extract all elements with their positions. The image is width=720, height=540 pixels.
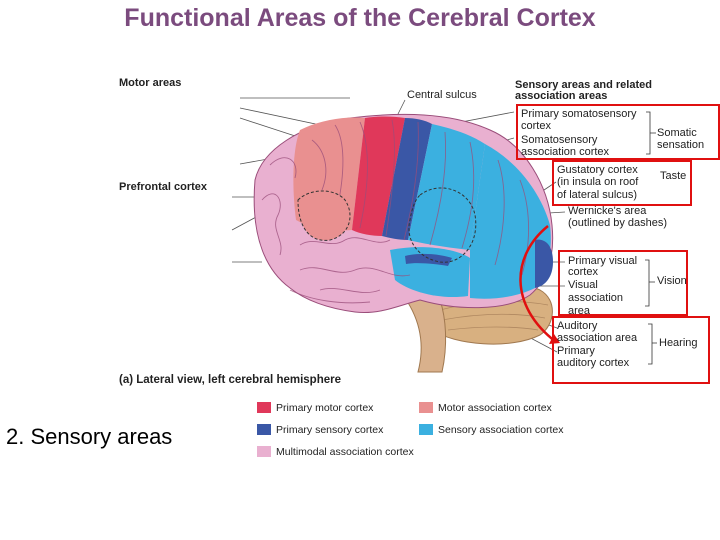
legend-swatch-sensory-assoc [419, 424, 433, 435]
primary-auditory-region [405, 253, 452, 266]
primary-motor-region [352, 116, 405, 236]
taste-label: Taste [660, 170, 687, 182]
figure-caption: (a) Lateral view, left cerebral hemisphe… [119, 374, 341, 386]
wernicke-area-outline [408, 187, 477, 263]
primary-sensory-region [382, 118, 432, 240]
auditory-assoc-label-1: Auditory [557, 320, 598, 332]
somatic-sensation-label-1: Somatic [657, 127, 697, 139]
highlight-arrow [519, 225, 557, 343]
wernicke-label-2: (outlined by dashes) [568, 217, 668, 229]
gustatory-label-3: of lateral sulcus) [557, 189, 638, 201]
primary-visual-region [535, 239, 553, 288]
brainstem [404, 297, 447, 373]
prefrontal-label: Prefrontal cortex [119, 181, 208, 193]
somatic-highlight-box [516, 104, 720, 160]
vision-label: Vision [657, 275, 687, 287]
primary-auditory-label-1: Primary [557, 345, 595, 357]
hearing-label: Hearing [659, 337, 698, 349]
visual-assoc-label-1: Visual [568, 279, 598, 291]
auditory-assoc-label-2: association area [557, 332, 638, 344]
gustatory-label-2: (in insula on roof [557, 176, 639, 188]
motor-areas-label: Motor areas [119, 77, 182, 89]
somatosensory-association-region [408, 124, 485, 250]
legend-swatch-primary-motor [257, 402, 271, 413]
primary-auditory-label-2: auditory cortex [557, 357, 630, 369]
primary-visual-label-1: Primary visual [568, 255, 638, 267]
page-title: Functional Areas of the Cerebral Cortex [124, 4, 596, 32]
legend-swatch-primary-sensory [257, 424, 271, 435]
vision-highlight-box [558, 250, 688, 316]
primary-visual-label-2: cortex [568, 266, 598, 278]
arrow-head [549, 334, 560, 344]
legend-swatch-motor-assoc [419, 402, 433, 413]
somatosensory-assoc-label-1: Somatosensory [521, 134, 598, 146]
slide-caption: 2. Sensory areas [6, 424, 173, 449]
central-sulcus-label: Central sulcus [407, 89, 477, 101]
legend-label-multimodal: Multimodal association cortex [276, 446, 414, 458]
broca-area-outline [297, 190, 351, 241]
visual-assoc-label-3: area [568, 305, 591, 317]
visual-assoc-label-2: association [568, 292, 624, 304]
legend-label-sensory-assoc: Sensory association cortex [438, 424, 564, 436]
legend-swatch-multimodal [257, 446, 271, 457]
wernicke-label-1: Wernicke's area [568, 205, 647, 217]
legend-label-primary-sensory: Primary sensory cortex [276, 424, 384, 436]
somatic-sensation-label-2: sensation [657, 139, 705, 151]
legend-label-primary-motor: Primary motor cortex [276, 402, 374, 414]
taste-highlight-box [552, 160, 692, 206]
primary-somatosensory-label-1: Primary somatosensory [521, 108, 637, 120]
sensory-header-line2: association areas [515, 90, 608, 102]
legend-label-motor-assoc: Motor association cortex [438, 402, 552, 414]
gustatory-label-1: Gustatory cortex [557, 164, 638, 176]
sensory-header-line1: Sensory areas and related [515, 79, 652, 91]
hearing-highlight-box [552, 316, 710, 384]
gyri-texture [261, 119, 529, 304]
somatosensory-assoc-label-2: association cortex [521, 146, 610, 158]
primary-somatosensory-label-2: cortex [521, 120, 551, 132]
visual-association-region [470, 144, 551, 299]
